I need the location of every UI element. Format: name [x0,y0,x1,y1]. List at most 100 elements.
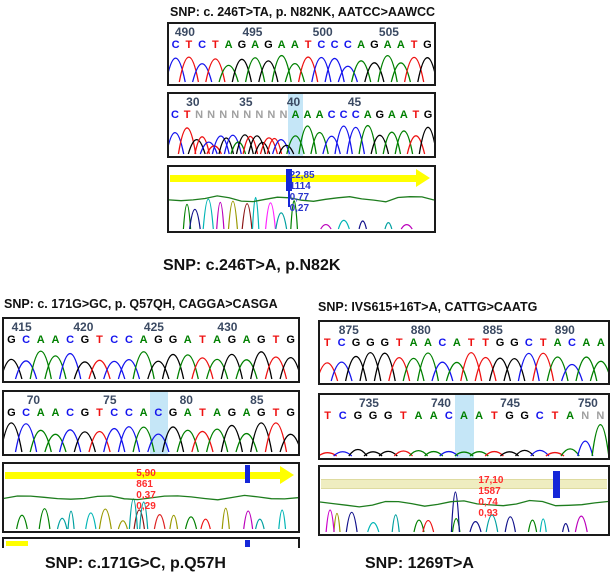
chromatogram-trace [320,351,608,382]
base-letter: G [286,334,295,346]
base-letter: T [399,410,407,422]
base-letter: T [96,334,103,346]
position-tick: 80 [179,393,193,407]
base-letter: C [22,334,31,346]
position-tick: 880 [410,323,431,337]
position-marker-tail [287,191,290,207]
metric-value: 5,90 [136,468,156,479]
base-letter: A [242,407,251,419]
base-letter: T [272,334,280,346]
base-letter: A [303,109,312,121]
position-marker [553,471,561,498]
base-letter: N [596,410,605,422]
panel-caption: SNP: c.171G>C, p.Q57H [45,555,226,572]
position-tick: 430 [217,320,238,334]
base-letter: C [339,109,348,121]
base-letter: T [410,39,418,51]
metric-value: 0,77 [289,192,310,203]
position-tick: 40 [286,95,301,109]
panel-title: SNP: c. 246T>TA, p. N82NK, AATCC>AAWCC [170,5,436,19]
base-letter: C [568,337,576,349]
base-letter: C [171,39,180,51]
signal-peaks [4,494,298,530]
position-marker [285,169,292,191]
base-letter: A [409,337,418,349]
base-letter: C [124,334,133,346]
base-letter: T [96,407,103,419]
base-letter: T [185,39,193,51]
base-letter: A [277,39,286,51]
base-letter: G [80,334,90,346]
panel-title: SNP: IVS615+16T>A, CATTG>CAATG [318,300,538,314]
base-letter: G [368,410,378,422]
base-letter: A [363,109,372,121]
base-letter: N [255,109,264,121]
base-letter: A [424,337,432,349]
panel-caption: SNP: c.246T>A, p.N82K [163,257,341,274]
base-letter: G [383,410,393,422]
base-letter: A [582,337,591,349]
base-letter: A [383,39,392,51]
base-letter: G [168,334,178,346]
base-letter: G [154,334,163,346]
panel-caption: SNP: 1269T>A [365,555,474,572]
position-tick: 75 [103,393,117,407]
scan-arrow-fragment [6,541,28,546]
base-letter: A [183,407,192,419]
base-letter: A [213,407,222,419]
base-letter: A [139,334,148,346]
base-letter: T [324,410,331,422]
position-tick: 735 [358,396,379,410]
position-tick: 30 [186,95,200,109]
chromatogram-trace [320,424,608,457]
base-letter: G [256,334,266,346]
position-tick: 875 [338,323,359,337]
base-letter: T [272,407,280,419]
base-letter: C [171,109,179,121]
position-tick: 885 [482,323,503,337]
base-letter: A [475,410,484,422]
base-letter: A [460,410,468,422]
base-letter: A [251,39,260,51]
base-letter: G [380,337,390,349]
base-letter: T [467,337,475,349]
quality-line [320,499,608,508]
chromatogram-trace [169,124,434,155]
base-letter: T [551,410,559,422]
base-letter: G [80,407,90,419]
metric-value: 17,10 [478,475,504,486]
base-letter: A [183,334,192,346]
base-letter: C [438,337,447,349]
position-tick: 890 [554,323,575,337]
metric-value: 1114 [289,181,311,192]
base-letter: G [510,337,519,349]
base-letter: A [452,337,461,349]
base-letter: N [279,109,288,121]
base-letter: A [596,337,605,349]
base-letter: G [495,337,505,349]
base-letter: G [366,337,375,349]
quality-line [169,195,434,203]
position-marker [245,540,251,547]
base-letter: C [524,337,533,349]
chromatogram-trace [4,350,298,380]
base-letter: G [520,410,529,422]
base-letter: T [539,337,547,349]
signal-peaks [169,195,434,230]
metric-value: 0,74 [478,497,498,508]
base-letter: N [231,109,240,121]
position-tick: 85 [250,393,264,407]
base-letter: A [242,334,251,346]
base-letter: N [207,109,216,121]
chromatogram-trace [169,55,434,83]
metric-value: 861 [136,479,153,490]
metric-value: 22,85 [289,170,315,181]
base-letter: C [337,337,346,349]
signal-peaks [320,491,608,533]
